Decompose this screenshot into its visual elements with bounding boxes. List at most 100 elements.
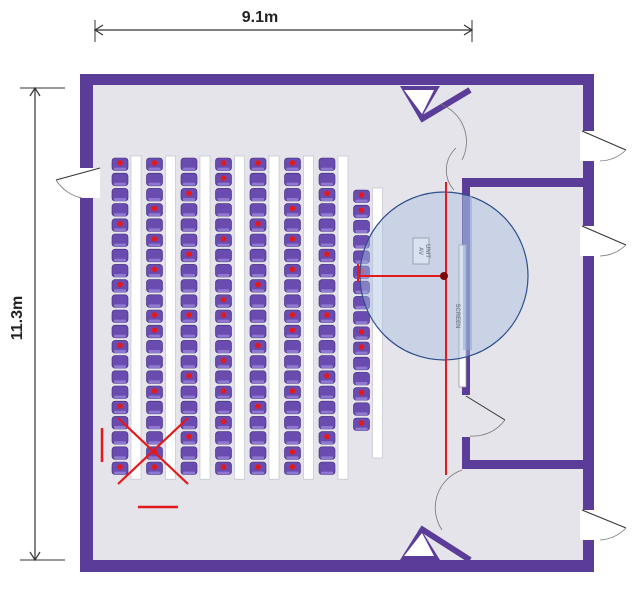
seat-marker [324, 433, 330, 440]
seat-back [286, 274, 299, 277]
seat-back [321, 289, 333, 293]
seat-back [286, 456, 299, 460]
seat-back [217, 258, 230, 262]
seat-back [252, 198, 264, 201]
partition-bottom [462, 460, 586, 469]
seat-back [148, 243, 161, 247]
seat-marker [358, 344, 365, 350]
svg-text:UNIT: UNIT [424, 244, 430, 258]
seat-marker [289, 327, 296, 334]
seat-back [183, 426, 195, 429]
seat-back [321, 243, 333, 247]
seat-back [286, 350, 299, 353]
seat-back [252, 410, 264, 414]
seat-back [286, 228, 299, 232]
seat-marker [151, 160, 158, 166]
seat-marker [186, 190, 192, 197]
seat-back [183, 304, 195, 308]
seat [180, 203, 198, 217]
seat-back [321, 410, 333, 414]
seat-back [217, 228, 230, 232]
seat-back [148, 365, 161, 369]
seat-back [355, 230, 368, 233]
seat-back [321, 274, 333, 277]
seat-marker [255, 281, 261, 288]
seat [353, 356, 370, 371]
seat-marker [220, 297, 227, 303]
seat-back [114, 198, 126, 201]
center-point [440, 272, 448, 280]
seat-back [355, 306, 368, 309]
seat-back [286, 243, 299, 247]
seat-back [148, 258, 161, 262]
seat-back [114, 334, 126, 338]
seat [318, 203, 336, 217]
seat-back [252, 304, 264, 308]
door-right-2 [580, 226, 600, 256]
seat-back [252, 289, 264, 293]
seat-marker [324, 312, 330, 318]
seat [284, 218, 301, 232]
seat-marker [289, 312, 296, 318]
seat-back [217, 319, 230, 323]
seat-back [321, 471, 333, 475]
seat-marker [324, 190, 330, 197]
aisle-bar [130, 155, 142, 480]
seat-back [148, 167, 161, 171]
seat-back [183, 365, 195, 369]
seat-back [252, 258, 264, 262]
aisle-bar [199, 155, 211, 480]
seat-back [321, 380, 333, 384]
seat-back [252, 274, 264, 277]
seat-back [217, 426, 230, 429]
seat-back [286, 365, 299, 369]
doors [55, 86, 627, 563]
seat-back [148, 319, 161, 323]
seat-back [217, 304, 230, 308]
seat-marker [151, 312, 158, 318]
seat-back [217, 456, 230, 460]
seat-marker [289, 449, 296, 455]
seat [180, 324, 198, 339]
seat-back [114, 304, 126, 308]
seat-marker [117, 403, 123, 410]
seat [215, 400, 232, 415]
seat-back [183, 350, 195, 353]
seat-marker [117, 221, 123, 227]
seat-back [183, 243, 195, 247]
seat-marker [255, 403, 261, 410]
seat-marker [117, 160, 123, 166]
seat-back [355, 214, 368, 218]
aisle-bar [165, 155, 176, 480]
seat-marker [151, 464, 158, 470]
room-walls [80, 74, 594, 572]
seat-marker [117, 342, 123, 349]
seat-back [252, 243, 264, 247]
seat-back [114, 167, 126, 171]
seat-back [355, 397, 368, 401]
seat-back [183, 441, 195, 445]
svg-text:AV: AV [417, 247, 423, 255]
seat-back [286, 304, 299, 308]
seat-back [183, 258, 195, 262]
seat-back [286, 213, 299, 217]
aisle-bar [303, 155, 314, 480]
seat [318, 324, 336, 339]
seat-back [321, 365, 333, 369]
seat-back [321, 258, 333, 262]
seat-marker [289, 266, 296, 273]
seat-marker [151, 388, 158, 394]
seat-marker [117, 464, 123, 470]
seat-marker [255, 221, 261, 227]
seat-back [286, 167, 299, 171]
seat-back [217, 334, 230, 338]
seat-back [252, 334, 264, 338]
seat-back [286, 410, 299, 414]
seat-marker [151, 236, 158, 242]
seat-marker [220, 175, 227, 181]
aisle-bar [372, 187, 383, 459]
seat [180, 400, 198, 415]
seat-back [183, 213, 195, 217]
seat [215, 203, 232, 217]
